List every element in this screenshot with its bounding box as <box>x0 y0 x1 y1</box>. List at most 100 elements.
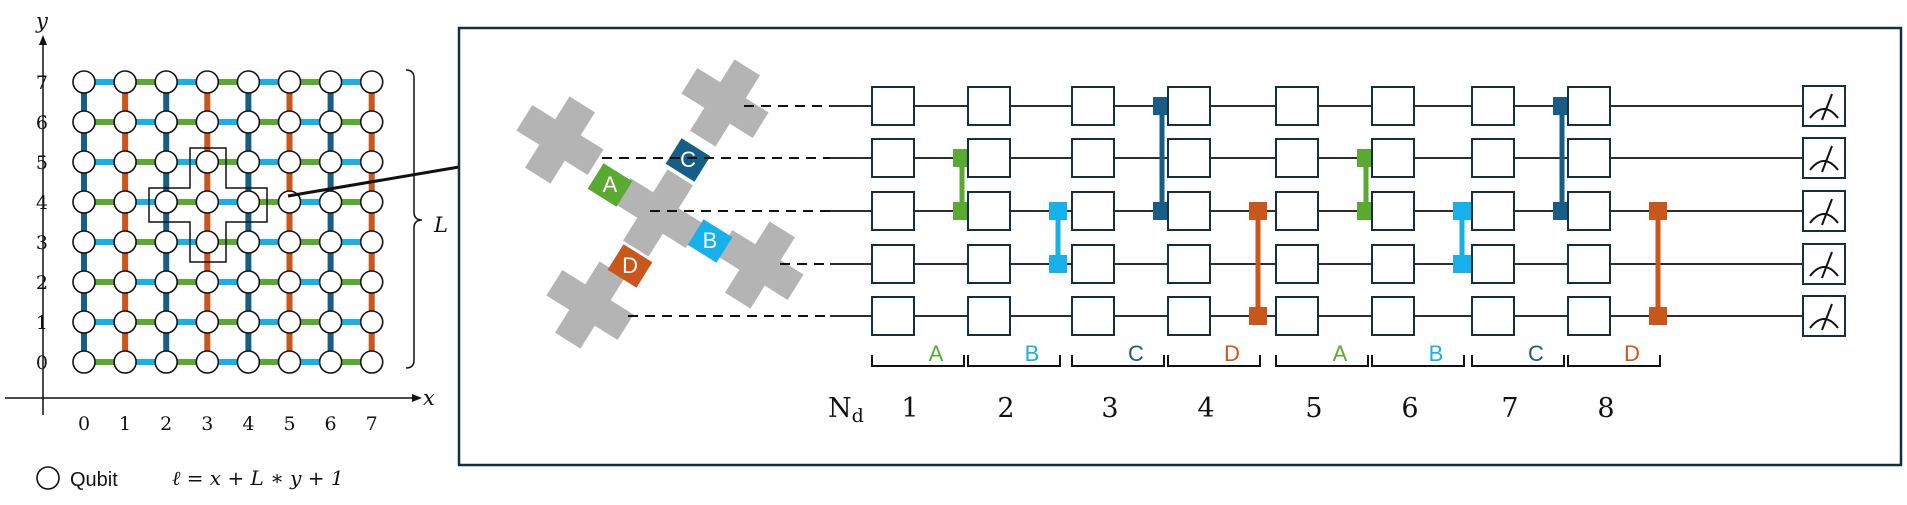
qubit-node <box>277 110 302 134</box>
x-tick-label: 1 <box>119 413 131 435</box>
qubit-node <box>277 190 302 214</box>
gate-box <box>967 296 1011 336</box>
zoom-connector <box>287 165 460 198</box>
gate-endpoint <box>1049 202 1067 220</box>
gate-endpoint <box>1553 202 1571 220</box>
svg-text:C: C <box>680 147 696 172</box>
ancilla-d: D <box>607 244 653 288</box>
layer-label: B <box>1025 341 1040 366</box>
index-formula: ℓ = x + L ∗ y + 1 <box>172 466 344 490</box>
qubit-node <box>318 190 343 214</box>
qubit-node <box>113 190 137 214</box>
layer-number: 3 <box>1101 393 1118 424</box>
gate-box <box>1567 244 1611 284</box>
gate-box <box>967 191 1011 231</box>
gate-box <box>1371 86 1415 126</box>
qubit-node <box>72 310 96 334</box>
layer-label: A <box>929 341 944 366</box>
qubit-node <box>359 190 384 214</box>
layer-brace <box>1071 355 1165 367</box>
qubit-node <box>277 70 302 94</box>
qubit-node <box>359 70 384 94</box>
gate-box <box>1471 86 1515 126</box>
qubit-node <box>195 150 220 174</box>
y-tick-label: 1 <box>36 312 48 334</box>
y-tick-label: 0 <box>36 352 48 374</box>
qubit-node <box>154 110 178 134</box>
qubit-node <box>72 190 96 214</box>
gate-box <box>1567 191 1611 231</box>
qubit-node <box>154 70 178 94</box>
gate-box <box>1371 296 1415 336</box>
qubit-node <box>154 350 178 374</box>
x-tick-label: 7 <box>366 413 378 435</box>
qubit-node <box>195 230 220 254</box>
qubit-node <box>236 150 261 174</box>
gate-box <box>1371 244 1415 284</box>
ancilla-c: C <box>665 138 711 182</box>
y-tick-label: 5 <box>36 152 48 174</box>
qubit-node <box>113 270 137 294</box>
gate-endpoint <box>1153 202 1171 220</box>
layer-label: C <box>1528 341 1544 366</box>
qubit-node <box>72 110 96 134</box>
x-tick-label: 0 <box>78 413 90 435</box>
qubit-node <box>318 110 343 134</box>
qubit-cross <box>516 96 604 184</box>
gate-endpoint <box>1153 97 1171 115</box>
qubit-node <box>72 270 96 294</box>
gate-box <box>1471 296 1515 336</box>
dashed-leads <box>602 105 830 317</box>
qubit-node <box>277 270 302 294</box>
qubit-cross <box>681 59 769 147</box>
qubit-node <box>154 230 178 254</box>
gate-box <box>1371 191 1415 231</box>
y-tick-label: 7 <box>36 72 48 94</box>
layer-label: D <box>1624 341 1640 366</box>
layer-number: 5 <box>1305 393 1322 424</box>
qubit-node <box>318 150 343 174</box>
qubit-cross <box>546 261 634 349</box>
svg-text:D: D <box>622 253 638 278</box>
x-tick-label: 3 <box>201 413 213 435</box>
qubit-node <box>72 230 96 254</box>
gate-box <box>1167 296 1211 336</box>
qubit-node <box>277 150 302 174</box>
qubit-node <box>236 110 261 134</box>
qubit-node <box>72 70 96 94</box>
gate-box <box>1071 191 1115 231</box>
measurement-icon <box>1802 137 1846 179</box>
qubit-node <box>359 310 384 334</box>
gate-box <box>1275 296 1319 336</box>
qubit-node <box>359 350 384 374</box>
gate-box <box>1471 191 1515 231</box>
y-tick-label: 3 <box>36 232 48 254</box>
measurement-icon <box>1802 243 1846 285</box>
qubit-node <box>113 70 137 94</box>
qubit-nodes <box>72 70 384 374</box>
gate-box <box>1371 138 1415 178</box>
gate-endpoint <box>1357 202 1375 220</box>
x-tick-label: 2 <box>160 413 172 435</box>
layer-brace <box>1471 355 1565 367</box>
layer-brace <box>1167 355 1261 367</box>
gate-endpoint <box>1249 307 1267 325</box>
qubit-node <box>195 310 220 334</box>
gate-endpoint <box>1357 149 1375 167</box>
layer-number: 2 <box>997 393 1014 424</box>
qubit-node <box>318 230 343 254</box>
qubit-node <box>154 310 178 334</box>
x-tick-label: 5 <box>283 413 295 435</box>
plaquette-outline <box>148 147 268 263</box>
y-tick-label: 2 <box>36 272 48 294</box>
layer-brace <box>1275 355 1369 367</box>
qubit-node <box>359 230 384 254</box>
y-axis-arrow <box>39 35 47 45</box>
gate-box <box>1567 138 1611 178</box>
gate-endpoint <box>1649 202 1667 220</box>
y-axis-label: y <box>35 9 49 33</box>
svg-text:B: B <box>703 228 718 253</box>
